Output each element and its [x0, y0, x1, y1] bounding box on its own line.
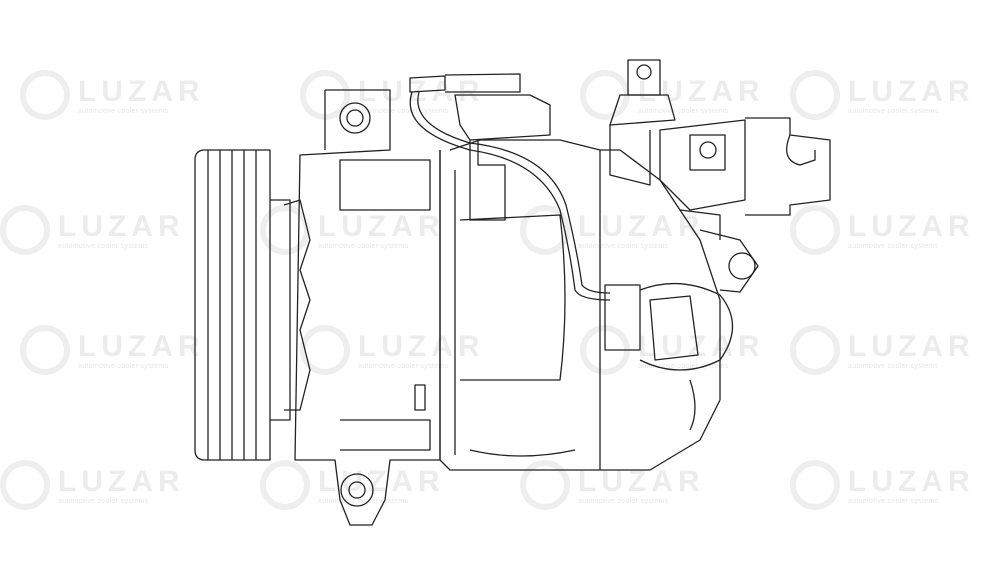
pressure-switch: [604, 282, 733, 371]
service-fittings: [609, 59, 831, 240]
compressor-body: [294, 89, 759, 526]
pulley: [194, 149, 311, 461]
top-connector: [409, 73, 611, 301]
